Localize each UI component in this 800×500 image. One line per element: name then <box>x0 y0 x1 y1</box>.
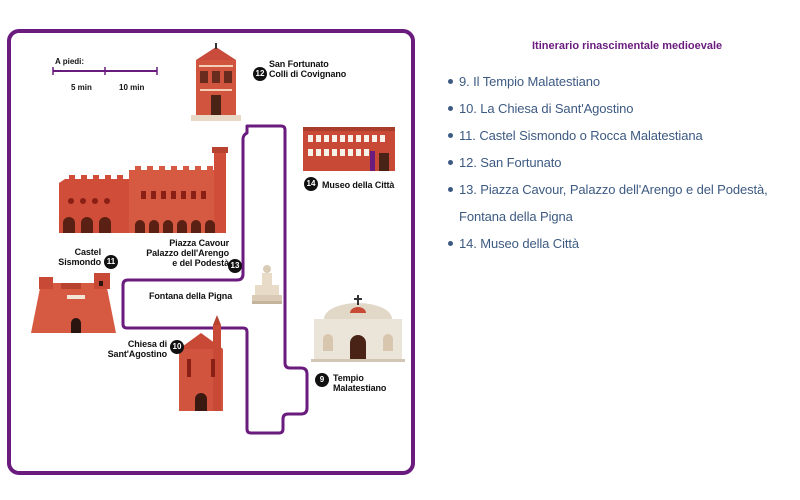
walking-map: A piedi: 5 min 10 min 12 San Fortunato C… <box>7 29 415 475</box>
itinerary-item-10: 10. La Chiesa di Sant'Agostino <box>448 95 793 122</box>
museo-della-citta-illustration <box>303 127 395 171</box>
stop-badge-9: 9 <box>315 373 329 387</box>
stop-label-11: Castel Sismondo <box>51 247 101 267</box>
stop-badge-10: 10 <box>170 340 184 354</box>
stop-label-10-line2: Sant'Agostino <box>107 349 167 359</box>
stop-badge-12: 12 <box>253 67 267 81</box>
tempio-malatestiano-illustration <box>311 295 405 362</box>
stop-label-11-line2: Sismondo <box>58 257 101 267</box>
stop-label-14: Museo della Città <box>322 180 395 190</box>
map-illustration <box>31 43 405 435</box>
stop-label-10-line1: Chiesa di <box>127 339 167 349</box>
stop-badge-11: 11 <box>104 255 118 269</box>
stop-label-10: Chiesa di Sant'Agostino <box>103 339 167 359</box>
stop-label-13-line1: Piazza Cavour <box>169 238 229 248</box>
itinerary-item-13: 13. Piazza Cavour, Palazzo dell'Arengo e… <box>448 176 793 230</box>
scale-title: A piedi: <box>55 57 85 66</box>
stop-label-12-line1: San Fortunato <box>269 59 329 69</box>
stop-label-13-line3: e del Podestà <box>172 258 229 268</box>
scale-bar <box>52 67 158 75</box>
scale-tick-10: 10 min <box>119 83 145 92</box>
scale-tick-5: 5 min <box>71 83 92 92</box>
palazzo-arengo-illustration <box>59 147 228 233</box>
itinerary-item-11: 11. Castel Sismondo o Rocca Malatestiana <box>448 122 793 149</box>
stop-badge-14: 14 <box>304 177 318 191</box>
stop-label-9: Tempio Malatestiano <box>333 373 386 393</box>
stop-label-9-line1: Tempio <box>333 373 364 383</box>
fontana-label: Fontana della Pigna <box>149 291 233 301</box>
castel-sismondo-illustration <box>31 273 116 333</box>
fontana-della-pigna-illustration <box>252 265 282 304</box>
stop-label-13: Piazza Cavour Palazzo dell'Arengo e del … <box>141 238 229 268</box>
san-fortunato-illustration <box>191 43 241 121</box>
itinerary-item-14: 14. Museo della Città <box>448 230 793 257</box>
chiesa-sant-agostino-illustration <box>179 315 223 411</box>
stop-label-13-line2: Palazzo dell'Arengo <box>146 248 229 258</box>
itinerary-item-12: 12. San Fortunato <box>448 149 793 176</box>
stop-label-11-line1: Castel <box>74 247 102 257</box>
stop-label-12: San Fortunato Colli di Covignano <box>269 59 346 79</box>
itinerary-list: 9. Il Tempio Malatestiano 10. La Chiesa … <box>448 68 793 257</box>
stop-badge-13: 13 <box>228 259 242 273</box>
stop-label-12-line2: Colli di Covignano <box>269 69 347 79</box>
itinerary-title: Itinerario rinascimentale medioevale <box>532 40 723 52</box>
itinerary-item-9: 9. Il Tempio Malatestiano <box>448 68 793 95</box>
stop-label-9-line2: Malatestiano <box>333 383 387 393</box>
walking-route <box>121 124 309 435</box>
